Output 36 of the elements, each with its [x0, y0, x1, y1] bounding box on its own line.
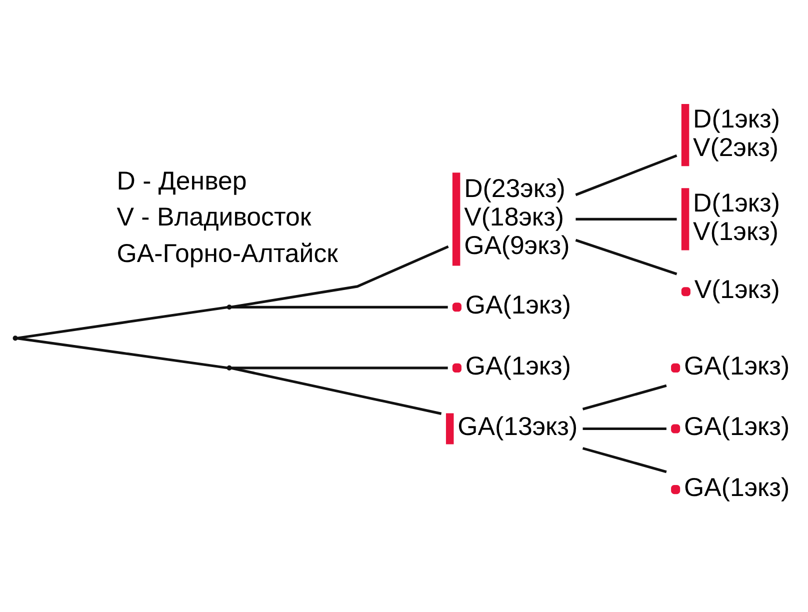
node-label: GA(1экз)	[465, 352, 571, 380]
node-box	[452, 172, 460, 266]
node-point	[226, 364, 232, 370]
connector	[582, 426, 666, 430]
node-point	[226, 304, 232, 310]
node-label: GA(1экз)	[684, 412, 790, 441]
node-label: GA(13экз)	[458, 412, 578, 441]
node-label: V(1экз)	[694, 276, 780, 304]
node-box	[681, 188, 690, 250]
connector	[582, 384, 667, 410]
connector	[582, 446, 667, 473]
connector	[576, 217, 677, 220]
connector	[575, 238, 678, 275]
label: V - Владивосток	[116, 203, 312, 232]
label: D - Денвер	[116, 166, 247, 195]
connector	[231, 244, 449, 308]
node-label: GA(1экз)	[684, 474, 790, 502]
node-label: V(2экз)	[693, 133, 779, 162]
node-box	[446, 412, 454, 444]
node-label: V(1экз)	[693, 217, 779, 246]
node-point	[12, 335, 18, 340]
connector	[231, 305, 448, 308]
node-box	[681, 104, 690, 166]
node-label: D(1экз)	[693, 188, 780, 217]
node-label: GA(9экз)	[464, 232, 570, 260]
node-label: GA(1экз)	[684, 352, 790, 380]
connector	[231, 366, 442, 414]
connector	[17, 305, 228, 339]
connector	[575, 154, 678, 196]
connector	[231, 366, 448, 369]
node-label: D(1экз)	[693, 104, 780, 133]
connector	[17, 336, 228, 369]
node-label: GA(1экз)	[465, 291, 571, 320]
node-label: D(23экз)	[464, 174, 566, 203]
label: GA-Горно-Алтайск	[116, 239, 338, 268]
node-label: V(18экз)	[464, 203, 564, 232]
